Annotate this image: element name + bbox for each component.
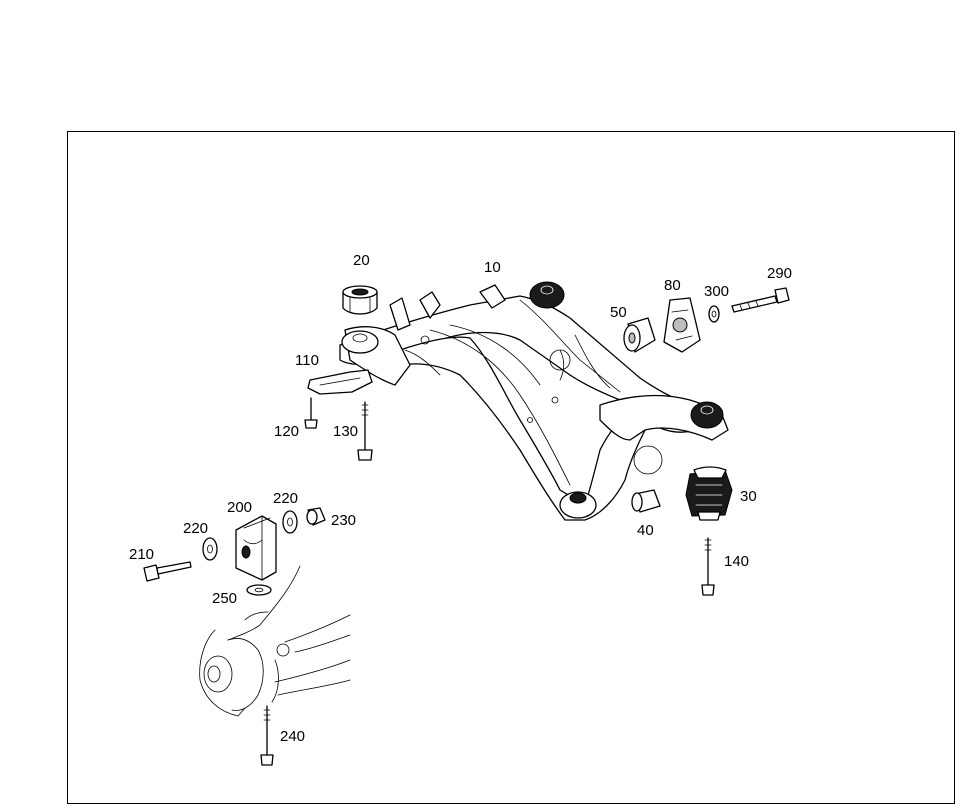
bushing-20[interactable]	[342, 285, 378, 315]
mount-80[interactable]	[663, 297, 701, 353]
washer-220-right[interactable]	[282, 510, 298, 534]
diagram-frame	[67, 131, 955, 804]
bolt-120[interactable]	[304, 397, 318, 429]
label-110: 110	[295, 352, 319, 369]
bolt-210[interactable]	[143, 561, 192, 582]
label-10: 10	[484, 259, 501, 276]
rear-subframe[interactable]	[339, 281, 729, 521]
subframe-mount-rear-right	[690, 401, 724, 429]
label-230: 230	[331, 512, 356, 529]
label-220-right: 220	[273, 490, 298, 507]
label-300: 300	[704, 283, 729, 300]
subframe-bushing-rear	[559, 491, 597, 519]
subframe-mount-front-right	[529, 281, 565, 309]
washer-250[interactable]	[246, 584, 272, 596]
label-30: 30	[740, 488, 757, 505]
label-250: 250	[212, 590, 237, 607]
bolt-130[interactable]	[357, 401, 373, 461]
label-220-left: 220	[183, 520, 208, 537]
bolt-290[interactable]	[731, 287, 790, 313]
label-290: 290	[767, 265, 792, 282]
label-140: 140	[724, 553, 749, 570]
label-80: 80	[664, 277, 681, 294]
axle-housing	[199, 565, 351, 717]
label-50: 50	[610, 304, 627, 321]
label-200: 200	[227, 499, 252, 516]
subframe-mount-front-left	[341, 330, 379, 354]
bracket-110[interactable]	[307, 369, 373, 395]
washer-220-left[interactable]	[202, 537, 218, 561]
label-130: 130	[333, 423, 358, 440]
label-40: 40	[637, 522, 654, 539]
washer-300[interactable]	[708, 305, 720, 323]
diff-mount-200[interactable]	[235, 515, 277, 581]
label-210: 210	[129, 546, 154, 563]
mount-30[interactable]	[685, 466, 733, 521]
bushing-40[interactable]	[631, 489, 661, 513]
label-120: 120	[274, 423, 299, 440]
bolt-140[interactable]	[701, 537, 715, 596]
bushing-50[interactable]	[623, 317, 656, 353]
label-20: 20	[353, 252, 370, 269]
label-240: 240	[280, 728, 305, 745]
nut-230[interactable]	[306, 507, 326, 526]
bolt-240[interactable]	[260, 705, 274, 766]
